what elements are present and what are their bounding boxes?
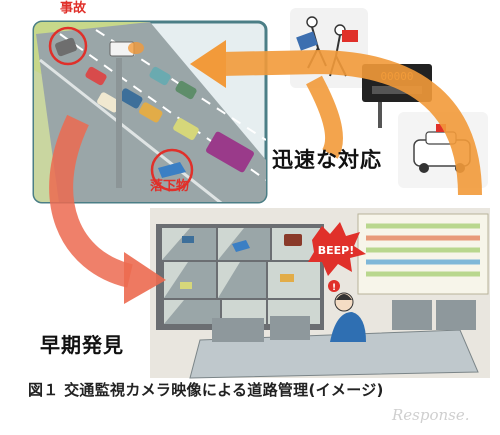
monitor-screen <box>218 228 270 260</box>
car <box>119 88 143 109</box>
car <box>139 102 163 123</box>
alert-mark: ! <box>332 283 336 293</box>
monitor-screen <box>164 300 220 324</box>
monitor-screen <box>164 262 216 298</box>
watermark-logo: Response. <box>392 406 470 424</box>
figure-caption: 図１ 交通監視カメラ映像による道路管理(イメージ) <box>28 381 384 399</box>
car <box>173 118 199 140</box>
car <box>85 66 107 86</box>
bus <box>206 131 254 173</box>
control-room: BEEP! ! <box>150 208 490 379</box>
debris <box>158 162 186 178</box>
status-board <box>357 213 489 295</box>
monitor-screen <box>162 228 216 260</box>
monitor-screen <box>272 228 320 260</box>
rapid-response-label: 迅速な対応 <box>272 148 382 172</box>
car <box>149 66 171 86</box>
arrow-rapid-response <box>190 40 482 196</box>
car <box>97 92 121 113</box>
crashed-car <box>55 37 77 57</box>
alert-dot <box>328 280 340 292</box>
operator <box>330 292 366 342</box>
camera-pole <box>109 41 144 188</box>
arrow-early-detection <box>49 114 166 304</box>
console-desk <box>189 300 479 379</box>
debris-label: 落下物 <box>150 179 190 194</box>
monitor-screen <box>218 262 266 298</box>
car <box>175 80 197 100</box>
monitor-screen <box>268 262 320 298</box>
accident-label: 事故 <box>60 1 87 16</box>
accident-marker <box>48 26 88 66</box>
red-flag <box>342 30 358 42</box>
beep-label: BEEP! <box>318 244 355 257</box>
debris-marker <box>150 148 194 192</box>
early-detection-label: 早期発見 <box>40 333 124 357</box>
beep-burst <box>308 222 366 276</box>
